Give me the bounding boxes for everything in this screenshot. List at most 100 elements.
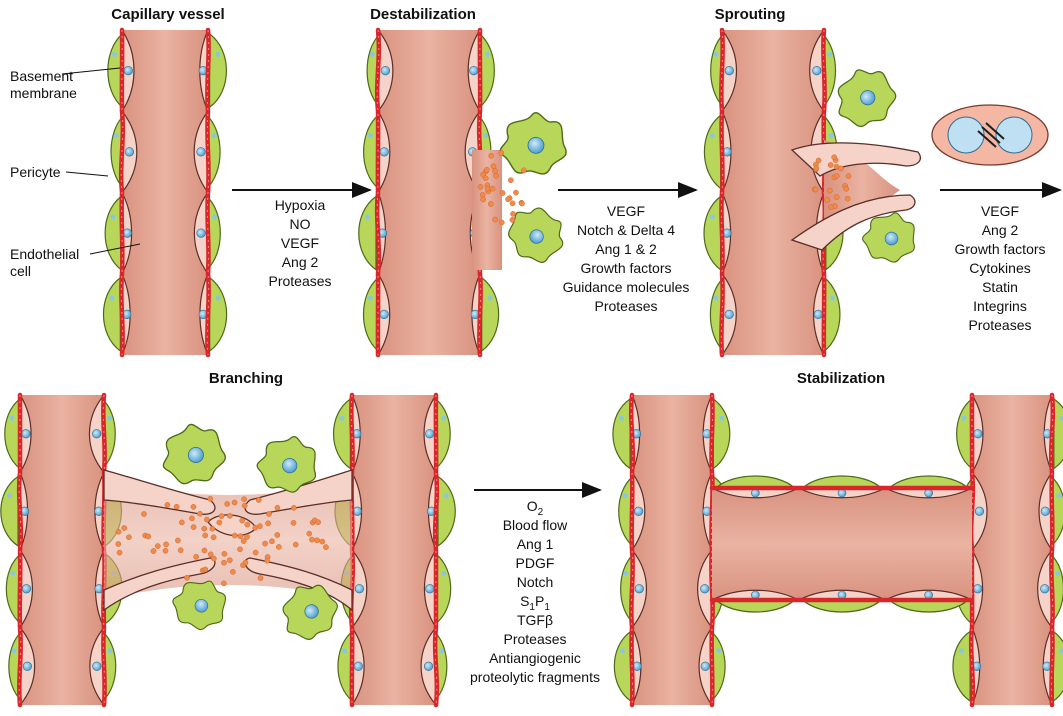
pericyte-nucleus: [114, 133, 119, 138]
nucleus: [124, 66, 133, 75]
protease-dot: [269, 539, 274, 544]
pericyte: [359, 197, 376, 270]
title-branching: Branching: [209, 370, 283, 387]
nucleus: [812, 66, 821, 75]
protease-dot: [323, 545, 328, 550]
protease-dot: [478, 184, 483, 189]
pericyte-nucleus: [112, 52, 117, 57]
protease-dot: [521, 168, 526, 173]
protease-dot: [832, 155, 837, 160]
protease-dot: [240, 518, 245, 523]
protease-dot: [174, 504, 179, 509]
protease-dot: [208, 496, 213, 501]
protease-dot: [825, 197, 830, 202]
dividing-cell-nucleus: [996, 117, 1032, 153]
protease-dot: [256, 497, 261, 502]
protease-dot: [291, 520, 296, 525]
pericyte-nucleus: [212, 214, 217, 219]
protease-dot: [175, 538, 180, 543]
factor-item: Growth factors: [563, 259, 690, 278]
factor-item: NO: [268, 215, 331, 234]
pericyte-nucleus: [439, 648, 444, 653]
pericyte-nucleus: [483, 133, 488, 138]
protease-dot: [244, 534, 249, 539]
pericyte-nucleus: [619, 416, 624, 421]
protease-dot: [232, 533, 237, 538]
protease-dot: [828, 162, 833, 167]
tip-cell-icon: [832, 64, 900, 130]
label-endothelial-line1: Endothelial: [10, 246, 79, 263]
pericyte-nucleus: [7, 493, 12, 498]
protease-dot: [237, 547, 242, 552]
protease-dot: [122, 525, 127, 530]
factor-o2-base: O: [527, 498, 538, 514]
protease-dot: [203, 567, 208, 572]
pericyte-nucleus: [10, 571, 15, 576]
nucleus: [23, 662, 32, 671]
dividing-cell-nucleus: [948, 117, 984, 153]
factor-item: Ang 1: [470, 535, 600, 554]
factor-item: TGFβ: [470, 611, 600, 630]
pericyte-nucleus: [441, 571, 446, 576]
vessel-lumen: [972, 395, 1052, 705]
protease-dot: [257, 524, 262, 529]
pericyte: [438, 477, 455, 547]
factor-item: Proteases: [563, 297, 690, 316]
protease-dot: [222, 551, 227, 556]
protease-dot: [253, 550, 258, 555]
factors-sprouting: VEGF Notch & Delta 4 Ang 1 & 2 Growth fa…: [563, 202, 690, 316]
nucleus: [354, 662, 363, 671]
pericyte: [482, 278, 499, 351]
pericyte: [103, 278, 120, 351]
protease-dot: [491, 164, 496, 169]
protease-dot: [499, 220, 504, 225]
vessel-lumen: [722, 30, 824, 355]
nucleus: [92, 429, 101, 438]
tip-cell-nucleus: [188, 447, 203, 462]
label-pericyte: Pericyte: [10, 164, 61, 181]
nucleus: [93, 662, 102, 671]
factor-item: Integrins: [954, 297, 1045, 316]
protease-dot: [116, 541, 121, 546]
factor-item: Growth factors: [954, 240, 1045, 259]
pericyte-nucleus: [830, 296, 835, 301]
nucleus: [22, 429, 31, 438]
protease-dot: [827, 188, 832, 193]
protease-dot: [513, 190, 518, 195]
basement-membrane: [435, 395, 437, 705]
protease-dot: [316, 520, 321, 525]
factor-item: Proteases: [268, 272, 331, 291]
protease-dot: [293, 542, 298, 547]
protease-dot: [262, 541, 267, 546]
pericyte: [105, 197, 121, 270]
factor-item: VEGF: [954, 202, 1045, 221]
protease-dot: [189, 516, 194, 521]
pericyte-nucleus: [710, 133, 715, 138]
factor-item: Notch: [470, 573, 600, 592]
protease-dot: [179, 520, 184, 525]
tip-cell-icon: [497, 108, 572, 181]
protease-dot: [265, 558, 270, 563]
protease-dot: [117, 550, 122, 555]
protease-dot: [253, 525, 258, 530]
label-basement-line2: membrane: [10, 85, 77, 102]
protease-dot: [844, 186, 849, 191]
pericyte: [953, 632, 970, 702]
protease-dot: [828, 205, 833, 210]
factors-stabilization: O2 Blood flow Ang 1 PDGF Notch S1P1 TGFβ…: [470, 497, 600, 687]
protease-dot: [307, 531, 312, 536]
protease-dot: [814, 166, 819, 171]
label-basement-line1: Basement: [10, 68, 77, 85]
protease-dot: [266, 511, 271, 516]
protease-dot: [126, 535, 131, 540]
factors-branching: VEGF Ang 2 Growth factors Cytokines Stat…: [954, 202, 1045, 335]
protease-dot: [242, 503, 247, 508]
protease-dot: [489, 153, 494, 158]
protease-dot: [232, 500, 237, 505]
protease-dot: [202, 526, 207, 531]
pericyte: [704, 115, 720, 188]
pericyte: [704, 197, 721, 270]
pericyte: [613, 399, 630, 469]
pericyte: [957, 399, 972, 469]
protease-dot: [275, 532, 280, 537]
